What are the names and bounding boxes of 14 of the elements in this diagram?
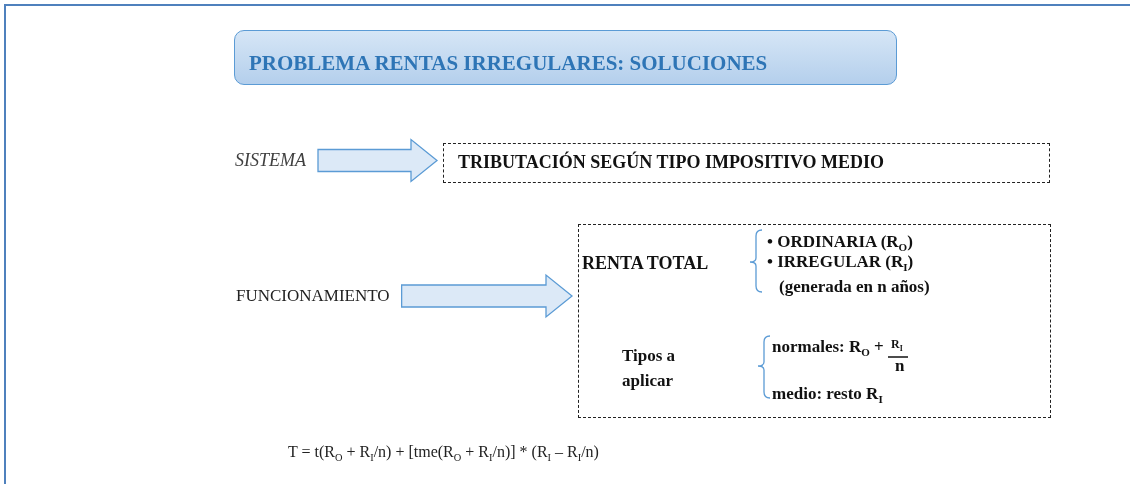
- fraction-denominator: n: [895, 356, 905, 376]
- formula-text: normales: R$_{O}$ +: [772, 337, 884, 359]
- block-arrow: [401, 273, 574, 319]
- block-arrow: [317, 138, 439, 183]
- fraction-numerator: R$_{I}$: [891, 337, 903, 354]
- operation-label: FUNCIONAMIENTO: [236, 286, 390, 306]
- formula-text: T = t(R$_{O}$ + R$_{I}$/n) + [tme(R$_{O}$ + R$_{I}$/n)] * (R$_{I}$ – R$_{I}$/n): [288, 443, 599, 464]
- formula-text: medio: resto R$_{I}$: [772, 384, 883, 406]
- heading-text: RENTA TOTAL: [582, 253, 709, 274]
- system-label: SISTEMA: [235, 150, 306, 171]
- title-box: PROBLEMA RENTAS IRREGULARES: SOLUCIONES: [234, 30, 897, 85]
- heading-text: Tipos a aplicar: [622, 345, 677, 392]
- dashed-box: [578, 224, 1051, 418]
- dashed-box: TRIBUTACIÓN SEGÚN TIPO IMPOSITIVO MEDIO: [443, 143, 1050, 183]
